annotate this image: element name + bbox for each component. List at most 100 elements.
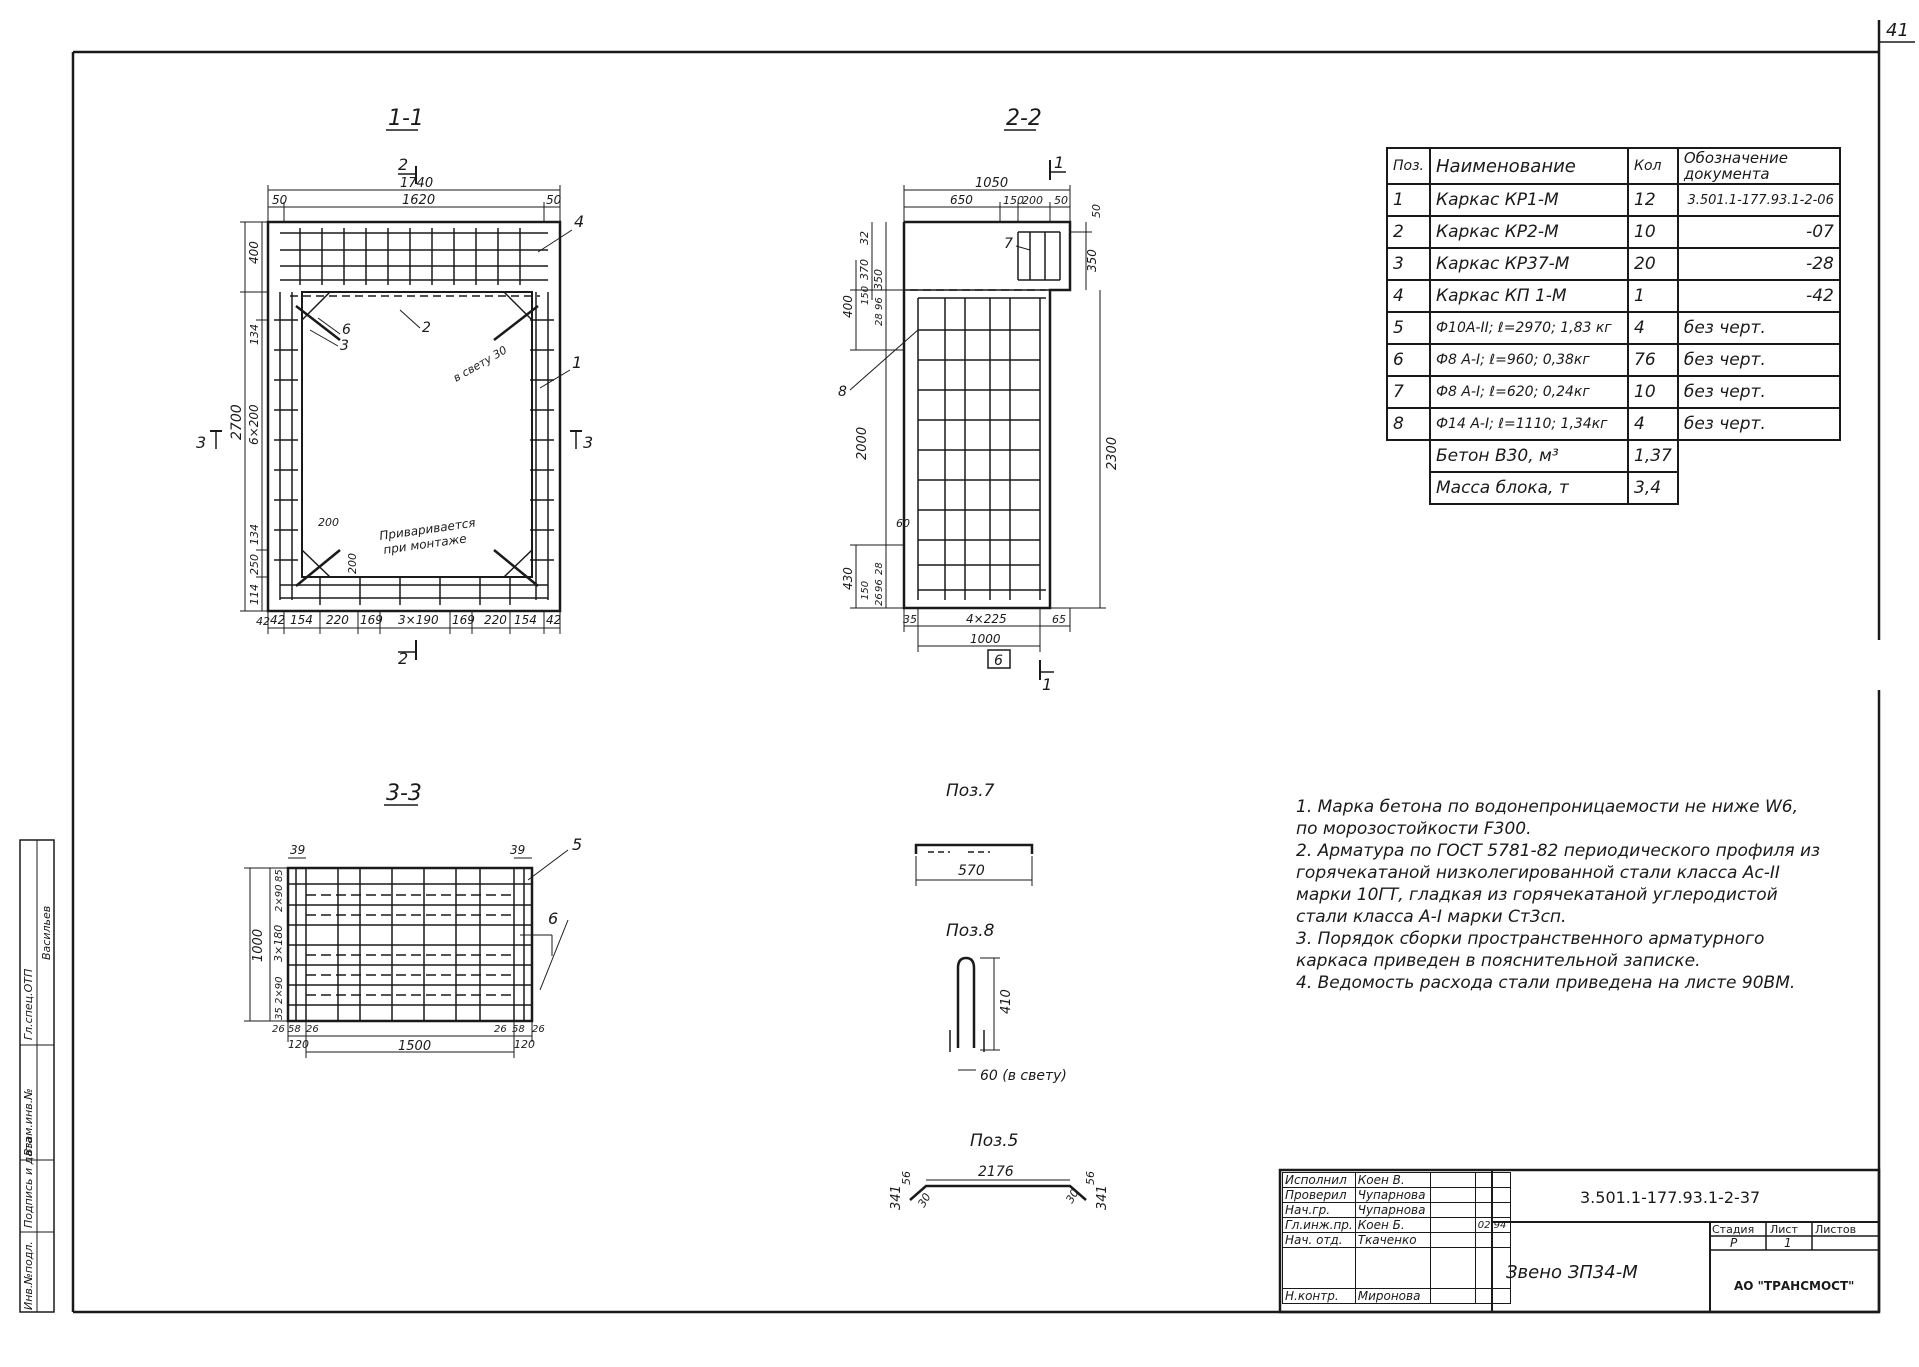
section-2-2-title: 2-2 xyxy=(1006,106,1042,131)
pos-5-left-c: 30 xyxy=(915,1191,933,1210)
stamp-person: Чупарнова xyxy=(1354,1202,1431,1218)
pos-5-left-a: 56 xyxy=(900,1171,913,1185)
s33-callout-6: 6 xyxy=(548,909,558,928)
title-block: 3.501.1-177.93.1-2-37 Звено ЗП34-М Стади… xyxy=(1278,1168,1881,1314)
s11-callout-3: 3 xyxy=(340,338,349,354)
note-line: 4. Ведомость расхода стали приведена на … xyxy=(1296,973,1796,993)
s22-cut-top: 1 xyxy=(1054,153,1064,172)
s22-callout-8: 8 xyxy=(838,384,847,400)
s11-callout-1: 1 xyxy=(572,353,582,372)
s22-dim-2300: 2300 xyxy=(1105,437,1120,470)
note-line: 1. Марка бетона по водонепроницаемости н… xyxy=(1296,797,1799,817)
title-block-sheet: 1 xyxy=(1784,1236,1792,1250)
s11-dim-b-42-left: 42 xyxy=(270,613,285,627)
pos-5-right-b: 341 xyxy=(1095,1185,1110,1210)
spec-cell: без черт. xyxy=(1676,407,1841,441)
note-line: по морозостойкости F300. xyxy=(1296,819,1532,839)
s33-dim-2x90-top: 2×90 xyxy=(274,885,285,912)
section-3-3: 3-3 39 39 85 xyxy=(244,781,582,1058)
s33-dim-b-58-b: 58 xyxy=(512,1024,525,1035)
title-block-stage-label: Стадия xyxy=(1712,1223,1754,1236)
title-block-code: 3.501.1-177.93.1-2-37 xyxy=(1580,1188,1760,1207)
stamp-date xyxy=(1474,1232,1511,1248)
spec-cell: 5 xyxy=(1386,311,1431,345)
side-stamp-inv: Инв.№подл. xyxy=(22,1241,35,1310)
stamp-signature xyxy=(1429,1232,1476,1248)
s11-dim-134-bottom: 134 xyxy=(248,524,261,545)
spec-cell: 1 xyxy=(1386,183,1431,217)
spec-cell: 12 xyxy=(1627,183,1679,217)
title-block-sheets-label: Листов xyxy=(1815,1223,1856,1236)
spec-cell: -42 xyxy=(1676,279,1841,313)
s11-dim-134-top: 134 xyxy=(248,324,261,345)
s11-inner-200-a: 200 xyxy=(318,516,339,529)
spec-cell: 1,37 xyxy=(1627,439,1679,473)
s33-dim-b-26-d: 26 xyxy=(532,1024,545,1035)
spec-cell xyxy=(1387,439,1431,472)
side-stamp-replaced: Взам.инв.№ xyxy=(22,1088,35,1156)
spec-cell: без черт. xyxy=(1676,375,1841,409)
spec-cell: 6 xyxy=(1386,343,1431,377)
pos-8-title: Поз.8 xyxy=(946,921,995,941)
side-stamp-sign: Подпись и дата xyxy=(22,1137,35,1228)
stamp-person: Коен В. xyxy=(1354,1172,1431,1188)
section-1-1-outline xyxy=(266,220,562,613)
s11-cut-bottom: 2 xyxy=(398,649,408,668)
s11-callout-4: 4 xyxy=(574,212,584,231)
s11-inner-200-b: 200 xyxy=(346,553,359,574)
stamp-date xyxy=(1474,1187,1511,1203)
spec-cell: 2 xyxy=(1386,215,1431,249)
stamp-signature xyxy=(1429,1217,1476,1233)
s22-dim-150-bottom: 150 xyxy=(860,581,871,600)
title-block-title: Звено ЗП34-М xyxy=(1506,1262,1638,1283)
s33-dim-b-26-b: 26 xyxy=(306,1024,319,1035)
s11-dim-50-left: 50 xyxy=(272,193,288,207)
s22-dim-28-top: 28 xyxy=(874,313,885,326)
spec-header-qty: Кол xyxy=(1627,147,1679,185)
spec-cell: 7 xyxy=(1386,375,1431,409)
s22-dim-32: 32 xyxy=(858,231,871,245)
spec-cell: 3 xyxy=(1386,247,1431,281)
s11-dim-400: 400 xyxy=(247,241,261,264)
s11-dim-b-42-right: 42 xyxy=(546,613,561,627)
spec-cell xyxy=(1678,472,1840,504)
stamp-date xyxy=(1474,1288,1511,1304)
s22-dim-1000: 1000 xyxy=(970,632,1001,646)
spec-cell: без черт. xyxy=(1676,311,1841,345)
pos-5-right-c: 30 xyxy=(1063,1187,1081,1206)
stamp-role: Нач.гр. xyxy=(1282,1202,1356,1218)
pos-5-left-b: 341 xyxy=(889,1185,904,1210)
spec-cell: -07 xyxy=(1676,215,1841,249)
s33-dim-39-right: 39 xyxy=(510,843,525,857)
spec-cell: 1 xyxy=(1627,279,1679,313)
pos-7-title: Поз.7 xyxy=(946,781,995,801)
pos-8-dim-h: 410 xyxy=(999,989,1014,1014)
pos-8-dim-w: 60 (в свету) xyxy=(980,1068,1067,1084)
pos-5-right-a: 56 xyxy=(1084,1171,1097,1185)
stamp-spacer xyxy=(1429,1247,1476,1289)
s22-callout-7: 7 xyxy=(1004,236,1013,252)
spec-cell: -28 xyxy=(1676,247,1841,281)
spec-cell xyxy=(1387,472,1430,504)
stamp-role: Нач. отд. xyxy=(1282,1232,1356,1248)
s11-dim-50-right: 50 xyxy=(546,193,562,207)
s22-dim-400: 400 xyxy=(841,295,855,318)
s33-dim-b-58-a: 58 xyxy=(288,1024,301,1035)
s11-cut-left: 3 xyxy=(196,433,206,452)
note-line: стали класса А-I марки Ст3сп. xyxy=(1296,907,1567,927)
stamp-date: 02.94 xyxy=(1474,1217,1511,1233)
spec-cell: 4 xyxy=(1627,407,1679,441)
spec-cell xyxy=(1676,439,1840,472)
stamp-spacer xyxy=(1474,1247,1511,1289)
s11-callout-2: 2 xyxy=(422,320,431,336)
s11-dim-2700: 2700 xyxy=(229,404,245,440)
title-block-org: АО "ТРАНСМОСТ" xyxy=(1734,1279,1854,1293)
stamp-signature xyxy=(1429,1202,1476,1218)
s33-dim-2x90-bottom: 2×90 xyxy=(274,977,285,1004)
